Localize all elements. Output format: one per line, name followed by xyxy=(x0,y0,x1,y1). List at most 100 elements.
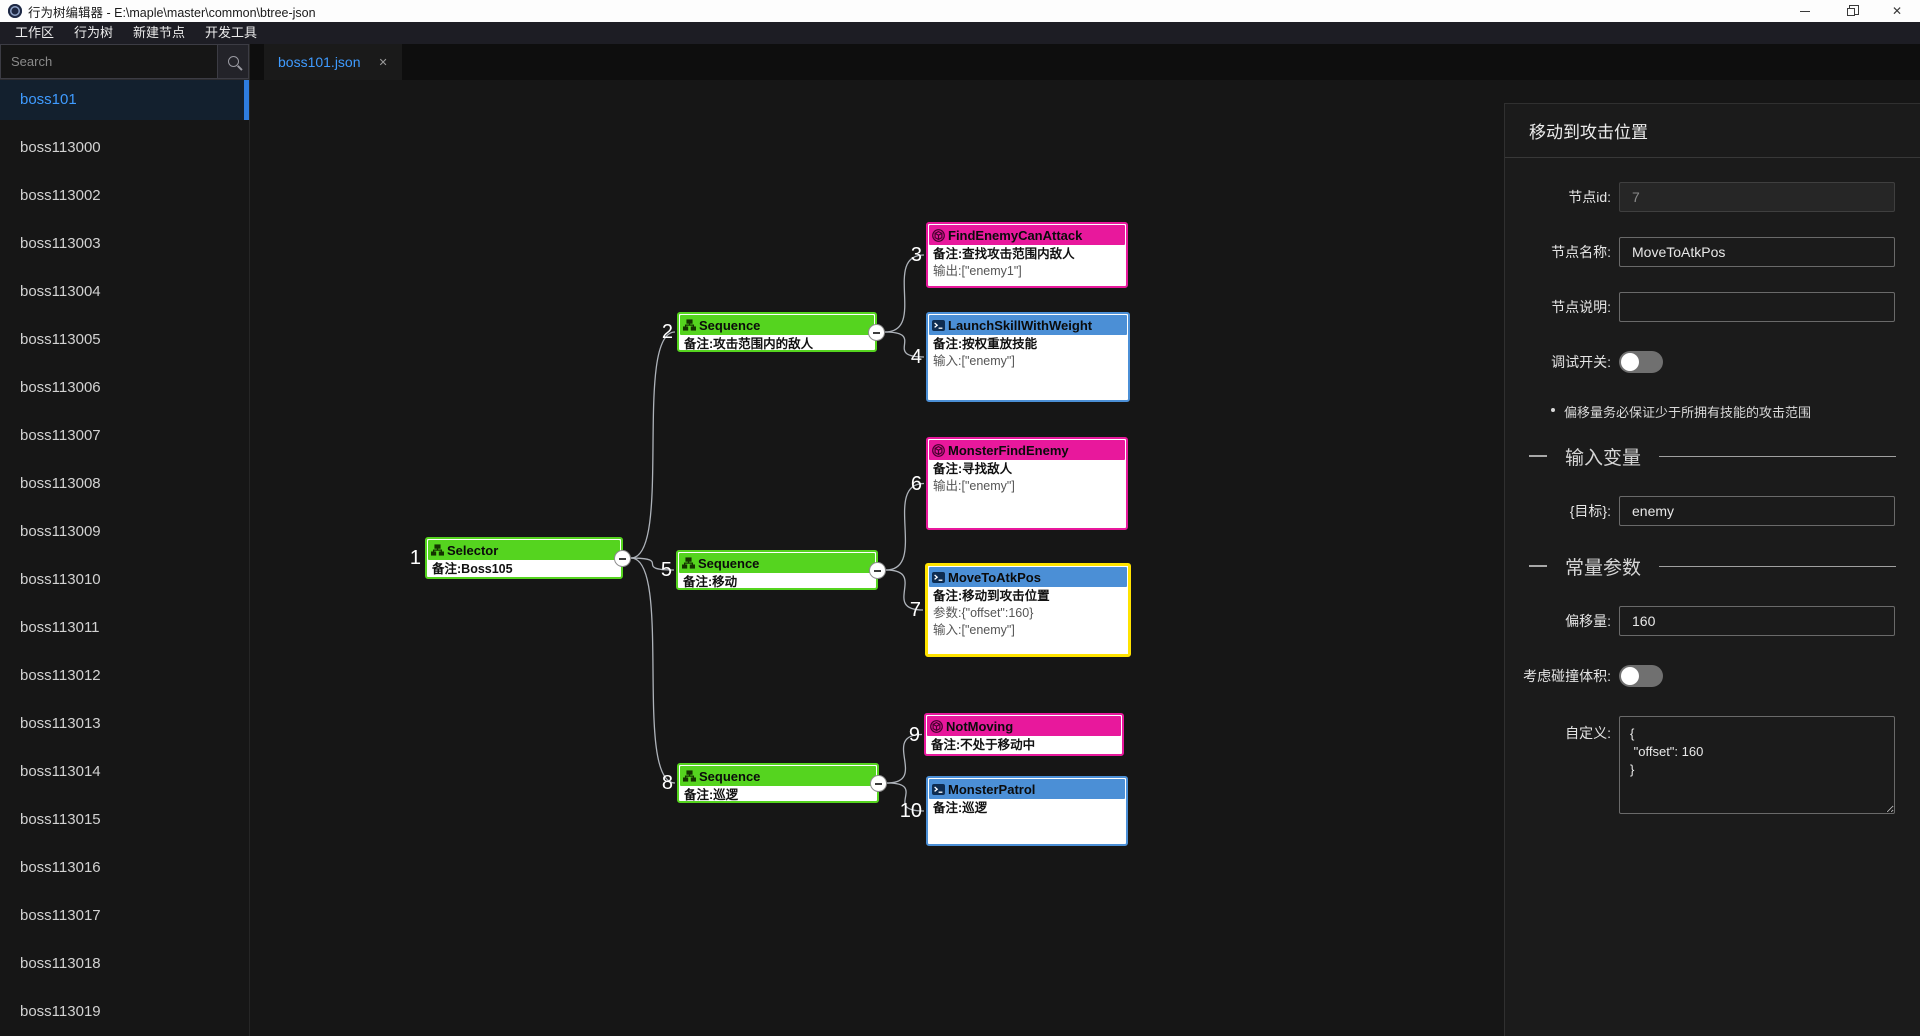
node-body: 备注:巡逻 xyxy=(929,799,1125,819)
collapse-icon[interactable] xyxy=(1529,565,1547,567)
collapse-port-icon[interactable] xyxy=(868,324,885,341)
collision-toggle[interactable] xyxy=(1619,665,1663,687)
menu-workspace[interactable]: 工作区 xyxy=(15,25,55,40)
node-header: NotMoving xyxy=(927,716,1121,736)
panel-title: 移动到攻击位置 xyxy=(1505,104,1920,158)
collapse-port-icon[interactable] xyxy=(870,775,887,792)
search-input[interactable] xyxy=(0,44,217,79)
close-icon: ✕ xyxy=(1891,4,1903,18)
menu-new-node[interactable]: 新建节点 xyxy=(133,25,186,40)
sidebar-item-boss113007[interactable]: boss113007 xyxy=(20,427,101,444)
target-label: {目标}: xyxy=(1569,503,1611,519)
search-button[interactable] xyxy=(217,44,249,79)
section-rule xyxy=(1659,455,1896,457)
sidebar-item-boss113018[interactable]: boss113018 xyxy=(20,955,101,972)
condition-icon xyxy=(932,228,945,242)
close-button[interactable]: ✕ xyxy=(1874,0,1920,22)
target-input[interactable] xyxy=(1619,496,1895,526)
edge xyxy=(884,331,925,358)
node-line: 备注:巡逻 xyxy=(933,801,988,815)
node-id-input xyxy=(1619,182,1895,212)
tab-boss101[interactable]: boss101.json ✕ xyxy=(264,44,402,80)
edge xyxy=(886,782,925,812)
edge xyxy=(885,482,925,571)
edge xyxy=(886,733,923,784)
sidebar-item-boss113006[interactable]: boss113006 xyxy=(20,379,101,396)
sidebar-item-boss113016[interactable]: boss113016 xyxy=(20,859,101,876)
tab-close-icon[interactable]: ✕ xyxy=(378,56,388,69)
node-title: FindEnemyCanAttack xyxy=(948,227,1083,243)
sidebar-item-boss113012[interactable]: boss113012 xyxy=(20,667,101,684)
node-index-badge: 9 xyxy=(908,723,920,746)
node-name-label: 节点名称: xyxy=(1551,244,1611,260)
node-index-badge: 6 xyxy=(910,472,922,495)
composite-icon xyxy=(683,770,696,782)
restore-button[interactable] xyxy=(1828,0,1874,22)
sidebar-item-boss113015[interactable]: boss113015 xyxy=(20,811,101,828)
debug-toggle[interactable] xyxy=(1619,351,1663,373)
node-line: 备注:Boss105 xyxy=(432,562,513,576)
node-header: LaunchSkillWithWeight xyxy=(929,315,1127,335)
node-header: FindEnemyCanAttack xyxy=(929,225,1125,245)
node-index-badge: 5 xyxy=(660,559,672,581)
minimize-button[interactable] xyxy=(1782,0,1828,22)
edge xyxy=(885,569,924,611)
collision-toggle-label: 考虑碰撞体积: xyxy=(1523,668,1611,684)
node-line: 备注:巡逻 xyxy=(684,788,739,802)
bt-node-LaunchSkillWithWeight[interactable]: LaunchSkillWithWeight 备注:按权重放技能输入:["enemy… xyxy=(926,312,1130,402)
section-input-vars: 输入变量 xyxy=(1529,441,1896,471)
sidebar-item-boss113008[interactable]: boss113008 xyxy=(20,475,101,492)
node-line: 输入:["enemy"] xyxy=(933,354,1015,368)
sidebar-item-boss113011[interactable]: boss113011 xyxy=(20,619,100,636)
sidebar-item-boss113002[interactable]: boss113002 xyxy=(20,187,101,204)
node-body: 备注:巡逻 xyxy=(680,786,876,806)
edge-layer xyxy=(630,254,925,812)
panel-note: 偏移量务必保证少于所拥有技能的攻击范围 xyxy=(1551,402,1896,421)
node-desc-input[interactable] xyxy=(1619,292,1895,322)
sidebar-item-boss113009[interactable]: boss113009 xyxy=(20,523,101,540)
sidebar-item-boss113004[interactable]: boss113004 xyxy=(20,283,101,300)
collapse-port-icon[interactable] xyxy=(869,562,886,579)
node-index-badge: 3 xyxy=(910,244,922,266)
custom-json-textarea[interactable]: { "offset": 160 } xyxy=(1619,716,1895,814)
sidebar-item-boss113010[interactable]: boss113010 xyxy=(20,571,101,588)
bt-node-Sequence[interactable]: Sequence 备注:巡逻 xyxy=(677,763,887,806)
menu-behavior-tree[interactable]: 行为树 xyxy=(74,25,114,40)
node-line: 参数:{"offset":160} xyxy=(933,606,1034,620)
sidebar-item-boss113003[interactable]: boss113003 xyxy=(20,235,101,252)
node-line: 备注:移动到攻击位置 xyxy=(933,589,1050,603)
node-line: 输出:["enemy1"] xyxy=(933,264,1022,278)
sidebar-item-boss113019[interactable]: boss113019 xyxy=(20,1003,101,1020)
node-body: 备注:寻找敌人输出:["enemy"] xyxy=(929,460,1125,497)
node-title: Sequence xyxy=(699,768,761,784)
node-line: 备注:不处于移动中 xyxy=(931,738,1036,752)
sidebar-item-boss113000[interactable]: boss113000 xyxy=(20,139,101,156)
menu-dev-tools[interactable]: 开发工具 xyxy=(205,25,258,40)
sidebar-item-boss113013[interactable]: boss113013 xyxy=(20,715,101,732)
edge xyxy=(630,557,675,571)
offset-input[interactable] xyxy=(1619,606,1895,636)
bt-node-NotMoving[interactable]: NotMoving 备注:不处于移动中 xyxy=(924,713,1124,756)
collapse-port-icon[interactable] xyxy=(614,550,631,567)
node-index-badge: 8 xyxy=(661,772,673,794)
node-body: 备注:按权重放技能输入:["enemy"] xyxy=(929,335,1127,372)
section-const-params: 常量参数 xyxy=(1529,551,1896,581)
sidebar-item-boss113014[interactable]: boss113014 xyxy=(20,763,101,780)
sidebar-item-boss113017[interactable]: boss113017 xyxy=(20,907,101,924)
node-name-input[interactable] xyxy=(1619,237,1895,267)
node-header: Sequence xyxy=(680,766,876,786)
sidebar-item-boss113005[interactable]: boss113005 xyxy=(20,331,101,348)
offset-label: 偏移量: xyxy=(1565,613,1611,629)
node-title: LaunchSkillWithWeight xyxy=(948,317,1093,333)
action-icon xyxy=(932,319,945,331)
node-header: MonsterFindEnemy xyxy=(929,440,1125,460)
collapse-icon[interactable] xyxy=(1529,455,1547,457)
sidebar-item-boss101[interactable]: boss101 xyxy=(0,80,249,120)
